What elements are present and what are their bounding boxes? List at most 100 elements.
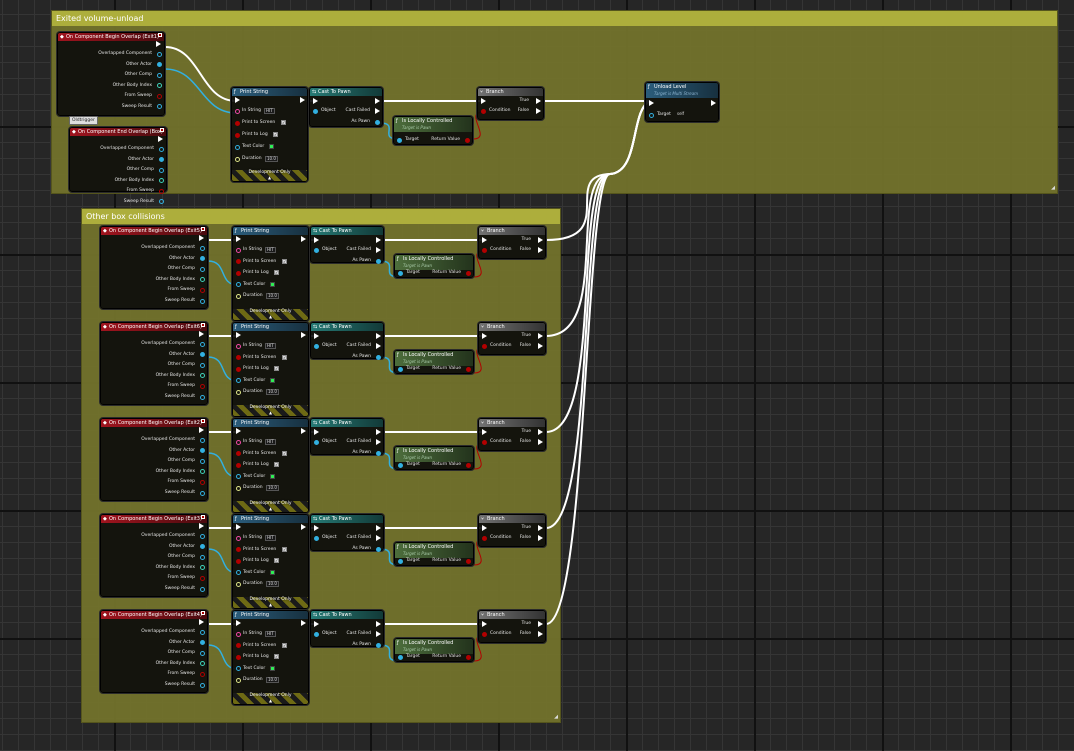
in-string-input[interactable]: HIT — [265, 343, 276, 349]
false-exec-pin[interactable] — [536, 108, 541, 114]
output-pin-5[interactable] — [159, 199, 164, 204]
output-pin-4[interactable] — [159, 188, 164, 194]
output-pin-2[interactable] — [200, 650, 205, 656]
wire[interactable] — [164, 46, 237, 102]
node-title[interactable]: ⑂Branch — [479, 419, 545, 427]
print-to-log-pin[interactable] — [236, 558, 241, 564]
target-pin[interactable] — [398, 558, 403, 564]
exec-output-pin[interactable] — [199, 523, 204, 529]
event-begin-overlap-other[interactable]: ◆On Component Begin Overlap (Exit3)Overl… — [100, 514, 208, 597]
in-string-pin[interactable] — [236, 439, 241, 445]
false-exec-pin[interactable] — [538, 439, 543, 445]
print-to-log-pin[interactable] — [236, 366, 241, 372]
in-string-pin[interactable] — [236, 631, 241, 637]
object-pin[interactable] — [314, 343, 319, 349]
duration-input[interactable]: 10.0 — [266, 485, 279, 492]
duration-input[interactable]: 10.0 — [266, 389, 279, 396]
exec-output-pin[interactable] — [376, 333, 381, 339]
in-string-pin[interactable] — [236, 535, 241, 541]
output-pin-5[interactable] — [157, 104, 162, 109]
node-title[interactable]: ⑂Branch — [479, 611, 545, 619]
exec-input-pin[interactable] — [314, 333, 319, 339]
output-pin-4[interactable] — [157, 93, 162, 99]
print-to-screen-pin[interactable] — [236, 547, 241, 553]
node-title[interactable]: ◆On Component Begin Overlap (Exit5) — [101, 227, 207, 235]
node-title[interactable]: ⇆Cast To Pawn — [311, 515, 383, 523]
output-pin-1[interactable] — [200, 448, 205, 454]
false-exec-pin[interactable] — [538, 343, 543, 349]
text-color-pin[interactable] — [236, 378, 241, 384]
output-pin-4[interactable] — [200, 575, 205, 581]
output-pin-0[interactable] — [200, 629, 205, 635]
condition-pin[interactable] — [482, 343, 487, 349]
wire[interactable] — [545, 100, 651, 529]
output-pin-4[interactable] — [200, 479, 205, 485]
output-pin-3[interactable] — [200, 277, 205, 283]
output-pin-2[interactable] — [157, 72, 162, 78]
output-pin-2[interactable] — [200, 266, 205, 272]
true-exec-pin[interactable] — [538, 429, 543, 435]
print-to-screen-checkbox[interactable]: ✓ — [282, 546, 287, 552]
print-to-screen-checkbox[interactable]: ✓ — [282, 450, 287, 456]
cast-failed-pin[interactable] — [376, 439, 381, 445]
event-begin-overlap-other[interactable]: ◆On Component Begin Overlap (Exit6)Overl… — [100, 322, 208, 405]
duration-pin[interactable] — [236, 389, 241, 395]
node-title[interactable]: ⇆Cast To Pawn — [310, 88, 382, 96]
print-to-log-checkbox[interactable]: ✓ — [274, 462, 279, 468]
exec-output-pin[interactable] — [376, 621, 381, 627]
exec-input-pin[interactable] — [236, 620, 241, 626]
text-color-swatch[interactable] — [270, 473, 275, 479]
delegate-pin-icon[interactable] — [201, 323, 205, 327]
expand-arrow-icon[interactable]: ▲ — [267, 175, 272, 180]
return-value-pin[interactable] — [466, 654, 471, 660]
as-pawn-pin[interactable] — [376, 546, 381, 552]
output-pin-0[interactable] — [200, 341, 205, 347]
event-begin-overlap-exit1[interactable]: ◆On Component Begin Overlap (Exit1)Overl… — [57, 32, 165, 116]
true-exec-pin[interactable] — [536, 98, 541, 104]
output-pin-5[interactable] — [200, 298, 205, 304]
target-pin[interactable] — [398, 462, 403, 468]
event-end-overlap-box[interactable]: ◆On Component End Overlap (Box)Overlappe… — [69, 127, 167, 204]
exec-output-pin[interactable] — [376, 525, 381, 531]
target-pin[interactable] — [398, 270, 403, 276]
duration-pin[interactable] — [236, 293, 241, 299]
output-pin-5[interactable] — [200, 394, 205, 400]
true-exec-pin[interactable] — [538, 621, 543, 627]
object-pin[interactable] — [314, 247, 319, 253]
wire[interactable] — [164, 68, 237, 114]
exec-input-pin[interactable] — [649, 100, 654, 106]
node-title[interactable]: ◆On Component Begin Overlap (Exit6) — [101, 323, 207, 331]
event-begin-overlap-other[interactable]: ◆On Component Begin Overlap (Exit5)Overl… — [100, 226, 208, 309]
node-title[interactable]: ⇆Cast To Pawn — [311, 227, 383, 235]
output-pin-1[interactable] — [200, 256, 205, 262]
wire[interactable] — [545, 100, 651, 625]
object-pin[interactable] — [314, 631, 319, 637]
node-title[interactable]: ◆On Component End Overlap (Box) — [70, 128, 166, 136]
condition-pin[interactable] — [482, 631, 487, 637]
output-pin-2[interactable] — [200, 362, 205, 368]
as-pawn-pin[interactable] — [376, 354, 381, 360]
return-value-pin[interactable] — [466, 558, 471, 564]
comment-box-exited-volume[interactable]: Exited volume-unload ◢ — [51, 10, 1058, 194]
exec-input-pin[interactable] — [482, 237, 487, 243]
condition-pin[interactable] — [482, 439, 487, 445]
output-pin-2[interactable] — [200, 458, 205, 464]
false-exec-pin[interactable] — [538, 631, 543, 637]
node-title[interactable]: ⑂Branch — [479, 323, 545, 331]
cast-failed-pin[interactable] — [375, 108, 380, 114]
return-value-pin[interactable] — [465, 137, 470, 143]
